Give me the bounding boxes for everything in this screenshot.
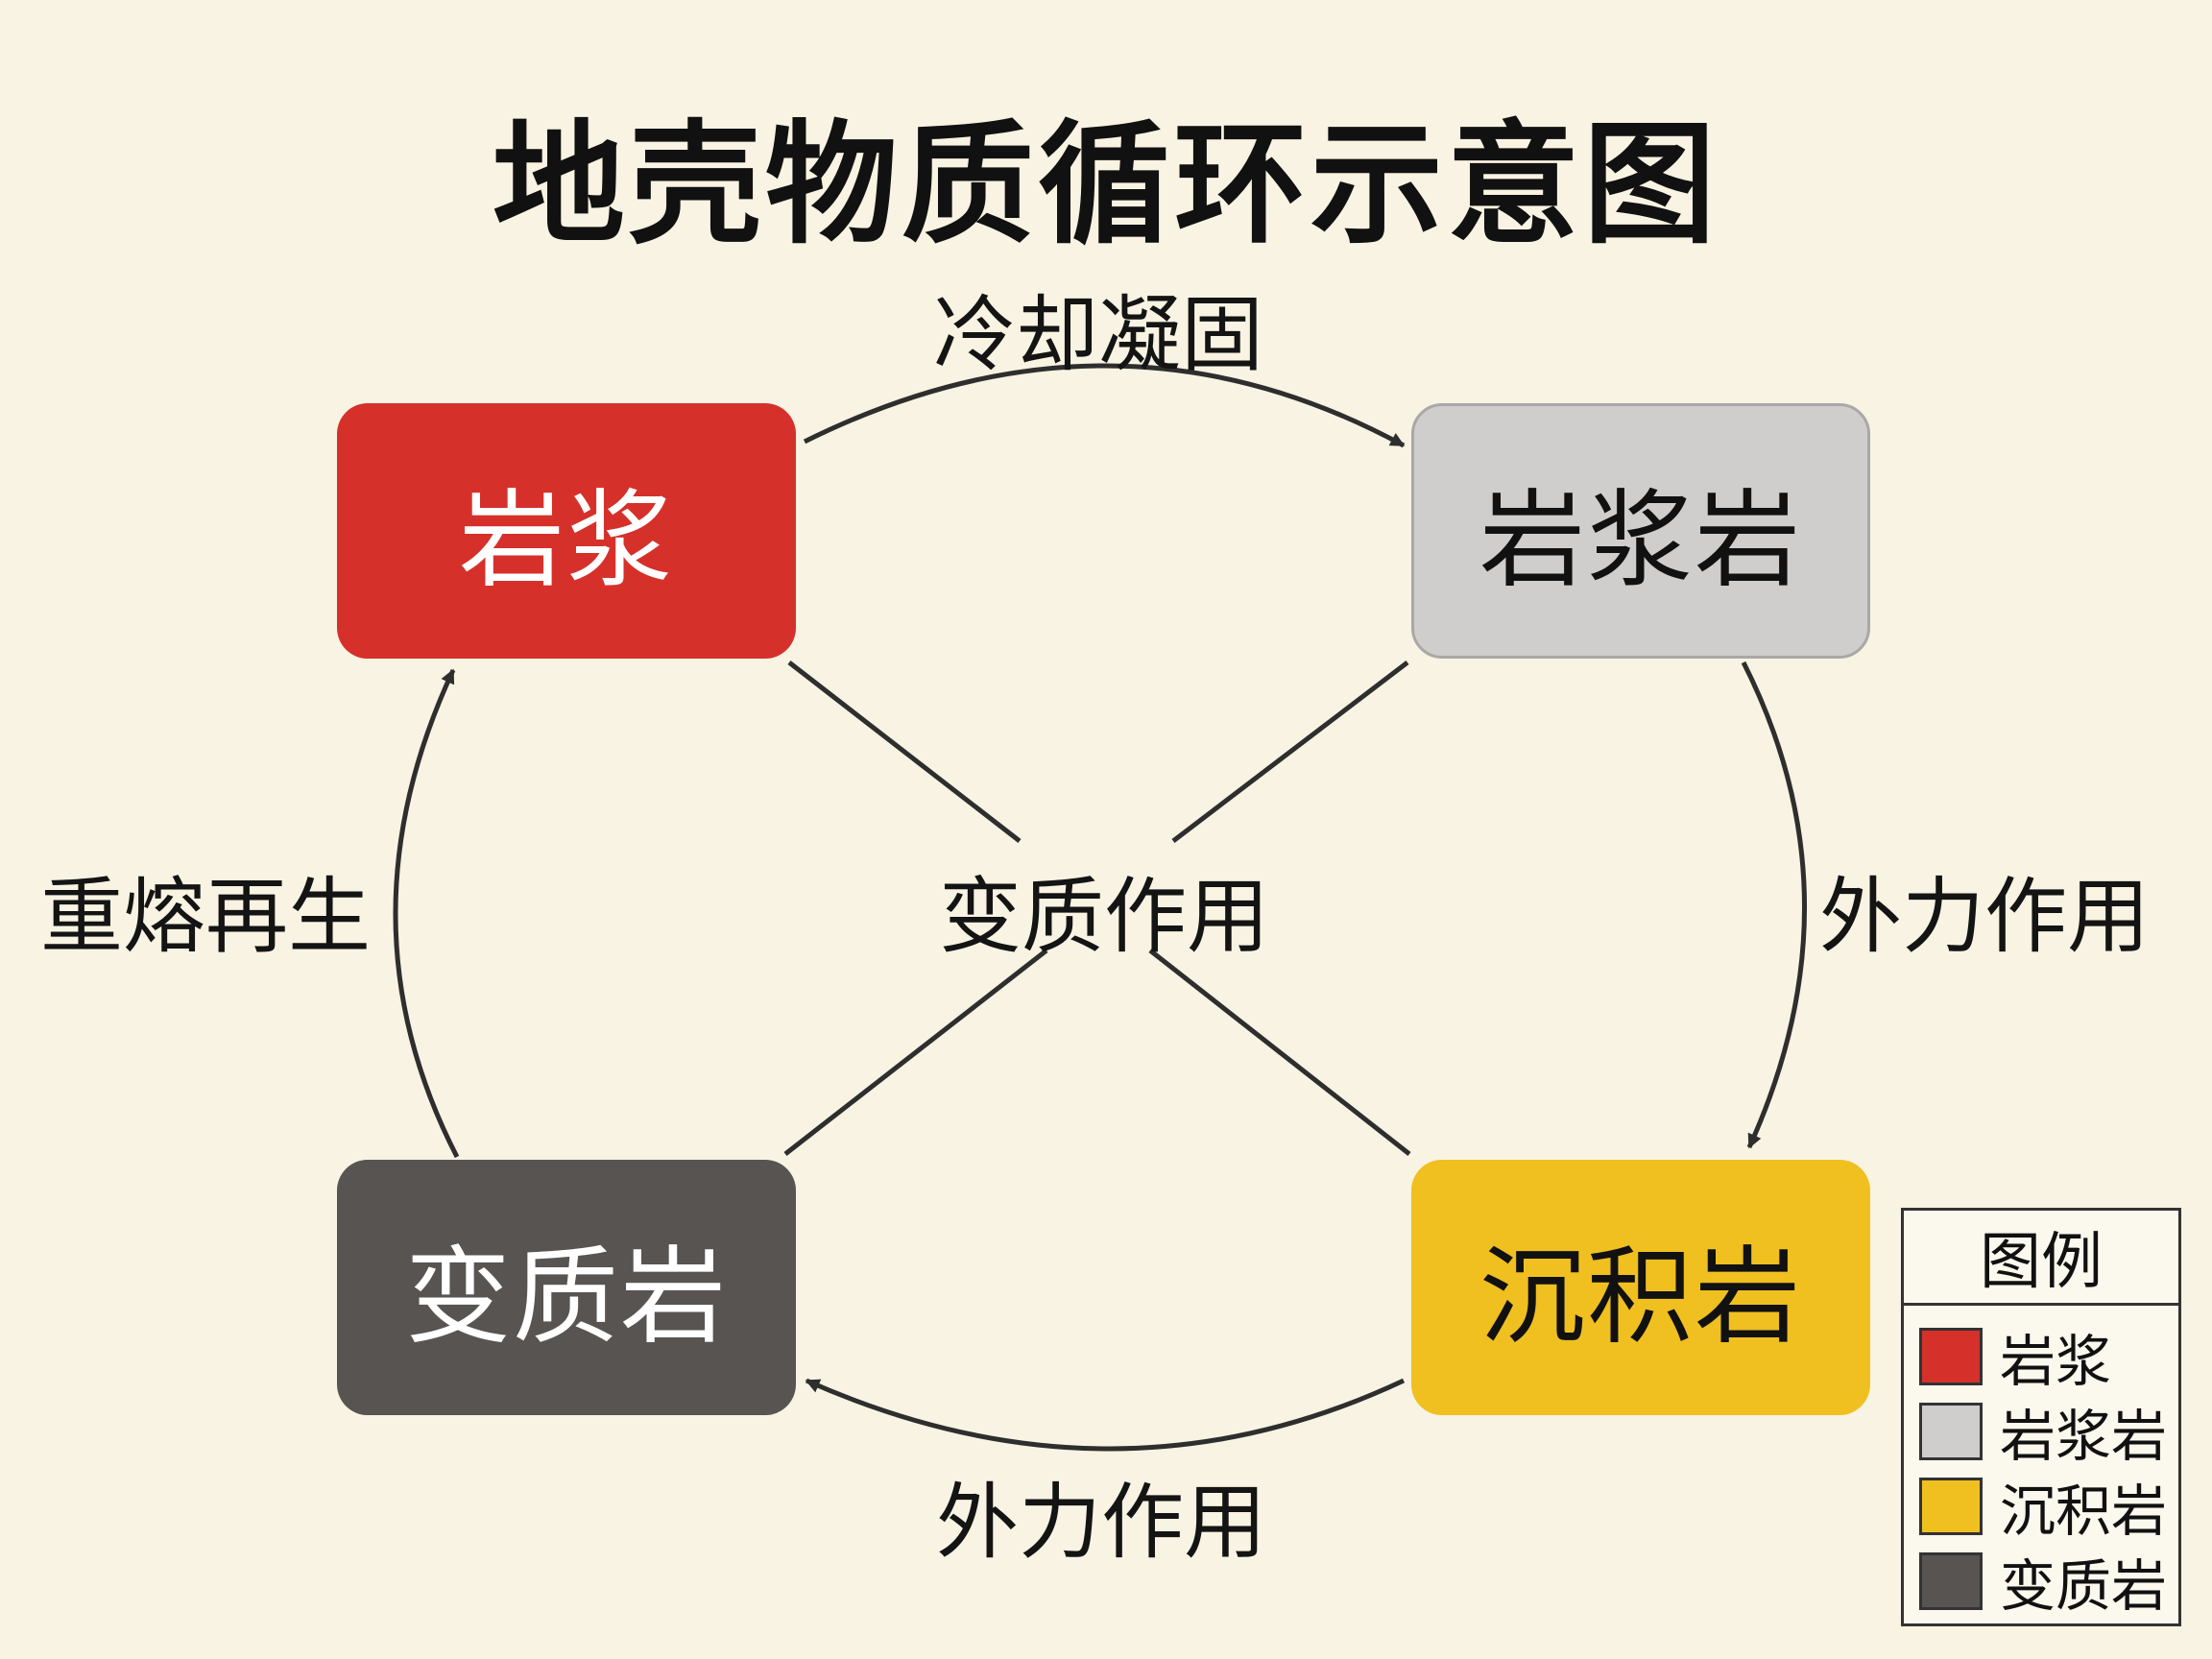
legend-item-label: 岩浆岩 (2000, 1404, 2168, 1469)
legend-swatch-magma (1919, 1328, 1983, 1385)
legend-title: 图例 (1904, 1211, 2178, 1306)
arrow-remelting (393, 668, 460, 1159)
edge-label-bottom: 外力作用 (936, 1475, 1266, 1571)
edge-label-center: 变质作用 (939, 869, 1269, 965)
arrow-cooling (803, 363, 1406, 448)
arrow-weathering-bottom (805, 1378, 1406, 1452)
legend-item-label: 沉积岩 (2000, 1479, 2168, 1544)
node-magma: 岩浆 (337, 403, 796, 659)
node-metamorphic-rock-label: 变质岩 (405, 1236, 728, 1358)
legend-item: 岩浆岩 (1904, 1394, 2178, 1469)
diagonal-sedimentary-center (1148, 949, 1411, 1156)
legend-item: 岩浆 (1904, 1319, 2178, 1394)
diagonal-magma-center (787, 661, 1022, 843)
legend-item: 沉积岩 (1904, 1469, 2178, 1544)
legend-swatch-metamorphic-rock (1919, 1552, 1983, 1610)
node-igneous-rock: 岩浆岩 (1411, 403, 1870, 659)
legend-swatch-igneous-rock (1919, 1403, 1983, 1460)
legend-item-label: 岩浆 (2000, 1329, 2112, 1394)
node-sedimentary-rock-label: 沉积岩 (1479, 1236, 1802, 1358)
arrow-weathering-right (1741, 661, 1807, 1149)
legend-item-label: 变质岩 (2000, 1553, 2168, 1619)
diagonal-metamorphic-center (783, 949, 1048, 1156)
node-metamorphic-rock: 变质岩 (337, 1160, 796, 1415)
edge-label-top: 冷却凝固 (933, 287, 1263, 383)
node-sedimentary-rock: 沉积岩 (1411, 1160, 1870, 1415)
legend-swatch-sedimentary-rock (1919, 1478, 1983, 1535)
node-magma-label: 岩浆 (459, 479, 674, 602)
edge-label-right: 外力作用 (1819, 869, 2150, 965)
legend: 图例 岩浆 岩浆岩 沉积岩 变质岩 (1901, 1208, 2181, 1626)
diagonal-igneous-center (1171, 661, 1409, 843)
node-igneous-rock-label: 岩浆岩 (1479, 479, 1802, 602)
page-title: 地壳物质循环示意图 (492, 108, 1719, 262)
legend-item: 变质岩 (1904, 1544, 2178, 1619)
edge-label-left: 重熔再生 (40, 869, 371, 965)
